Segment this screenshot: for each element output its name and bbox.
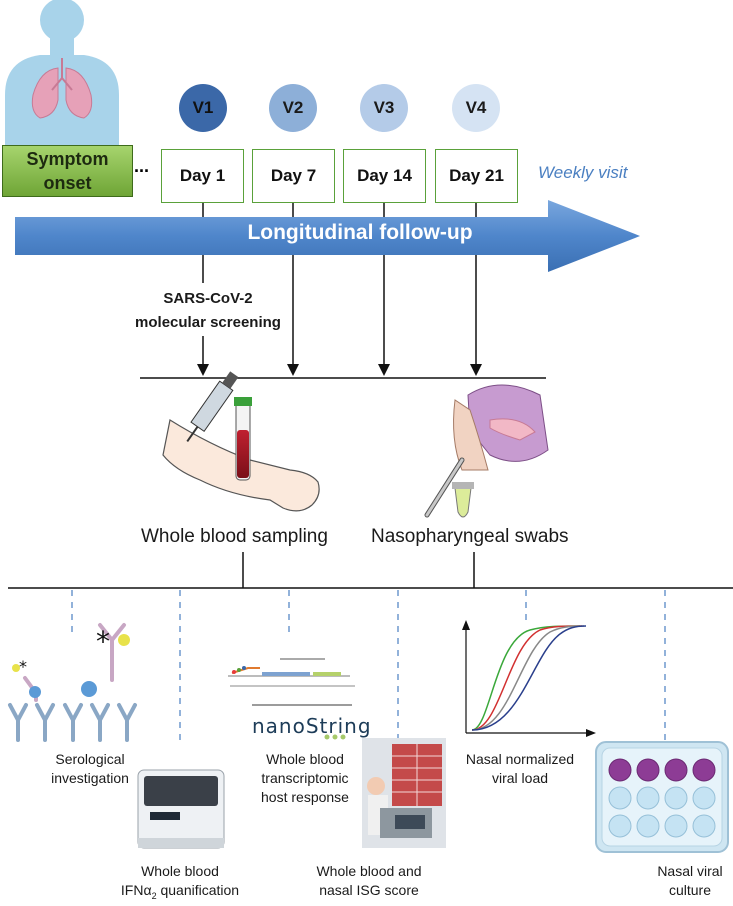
viral-load-chart [462, 620, 596, 737]
swab-label: Nasopharyngeal swabs [371, 526, 569, 547]
blood-sampling-label: Whole blood sampling [141, 526, 328, 547]
visit-label-v3: V3 [373, 98, 395, 117]
blood-sampling-icon [162, 371, 320, 512]
antibody-icon: * * [8, 623, 137, 742]
ellipsis: ... [134, 156, 150, 176]
symptom-onset-box: Symptom onset [2, 145, 133, 197]
culture-plate-icon [595, 741, 729, 853]
weekly-visit-label: Weekly visit [538, 163, 628, 182]
sequencer-instrument-icon [137, 769, 225, 849]
transcriptomic-label: Whole blood transcriptomic host response [261, 751, 349, 805]
visit-label-v4: V4 [465, 98, 487, 117]
day-label-14: Day 14 [357, 166, 412, 185]
day-box-1: Day 1 [161, 149, 244, 203]
lab-automation-photo [362, 738, 446, 848]
nanostring-logo: nanoString [252, 714, 372, 738]
nasopharyngeal-swab-icon [424, 384, 549, 518]
svg-text:*: * [96, 625, 110, 658]
svg-text:*: * [19, 657, 27, 676]
followup-arrow [15, 200, 640, 272]
ifn-label-sub: 2 [151, 890, 157, 901]
visit-circle-v3: V3 [360, 84, 408, 132]
visit-circle-v4: V4 [452, 84, 500, 132]
isg-label: Whole blood and nasal ISG score [316, 863, 422, 898]
visit-circle-v2: V2 [269, 84, 317, 132]
day-box-14: Day 14 [343, 149, 426, 203]
analysis-tree [8, 552, 733, 589]
day-box-21: Day 21 [435, 149, 518, 203]
ifn-label-rest: quanification [156, 882, 240, 898]
sampling-arrowheads [197, 364, 482, 376]
visit-label-v2: V2 [282, 98, 304, 117]
visit-label-v1: V1 [192, 98, 214, 117]
ifn-label: Whole blood IFNα2 quanification [120, 862, 240, 906]
screening-label: SARS-CoV-2 molecular screening [135, 290, 281, 331]
followup-label: Longitudinal follow-up [247, 221, 473, 244]
day-label-7: Day 7 [270, 166, 317, 185]
visit-circle-v1: V1 [179, 84, 227, 132]
symptom-onset-label: Symptom onset [26, 149, 109, 193]
viral-load-label: Nasal normalized viral load [465, 751, 575, 786]
day-label-21: Day 21 [449, 166, 504, 185]
ifn-label-line2: IFNα2 quanification [120, 881, 240, 906]
analysis-dashed-links [71, 590, 666, 742]
lungs-icon [31, 58, 93, 119]
day-label-1: Day 1 [179, 166, 226, 185]
nanostring-probe-icon [228, 658, 355, 740]
day-box-7: Day 7 [252, 149, 335, 203]
culture-label: Nasal viral culture [657, 863, 723, 898]
serology-label: Serological investigation [51, 751, 129, 786]
ifn-label-alpha: IFNα [120, 882, 152, 898]
human-body-icon [5, 0, 119, 150]
ifn-label-line1: Whole blood [141, 863, 219, 879]
